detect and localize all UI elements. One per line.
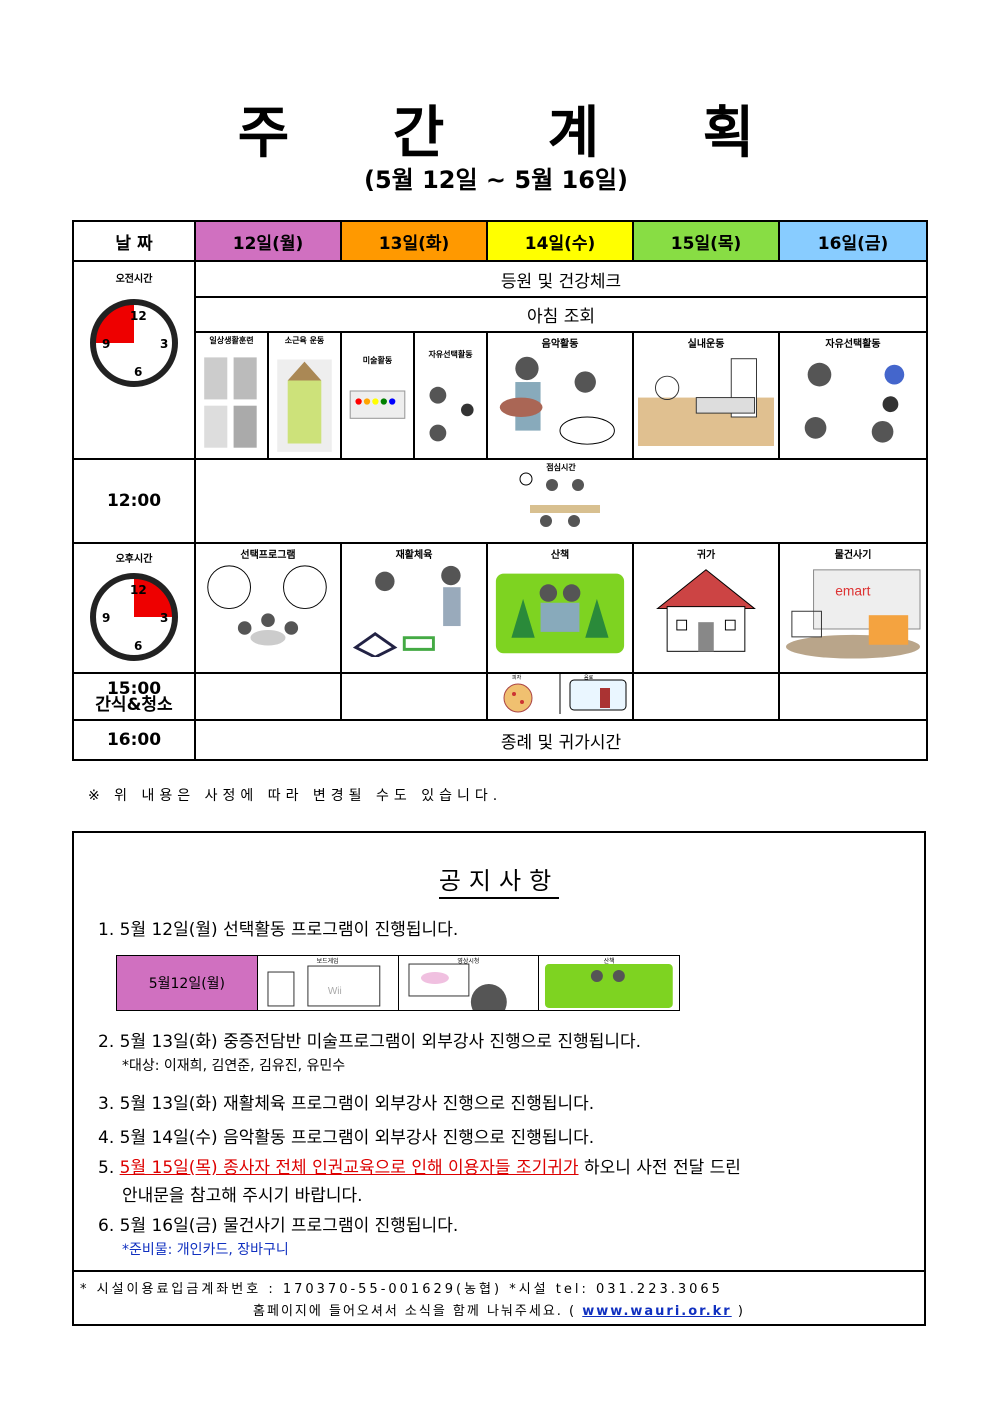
strip-date: 5월12일(월) [117,956,258,1010]
game-icon: Wii [267,965,381,1007]
afternoon-label: 오후시간 [115,554,153,565]
snack-tue [340,672,489,721]
house-icon [656,569,756,652]
activity-art: 미술활동 [340,330,416,461]
snack-item-drink: 음료 [584,675,594,681]
day-thu: 15일(목) [632,220,781,262]
walk-icon [495,573,625,654]
free-choice-icon [429,386,474,442]
closing-activity: 종례 및 귀가시간 [193,719,929,761]
svg-text:emart: emart [835,583,870,598]
day-mon: 12일(월) [193,220,343,262]
pizza-drink-icon [503,674,627,714]
lunch-cell: 점심시간 [193,458,929,544]
video-icon [407,963,507,1020]
clock-3-icon: 12 3 6 9 [90,573,178,661]
gym-icon [638,357,775,446]
notice-item-5-rest: 하오니 사전 전달 드린 [578,1158,741,1178]
strip-walk: 산책 [539,956,679,1010]
page-subtitle: (5월 12일 ~ 5월 16일) [364,166,628,194]
snack-fri [778,672,929,721]
svg-text:Wii: Wii [328,986,342,997]
castle-icon [277,359,332,452]
snack-mon [193,672,343,721]
morning-label: 오전시간 [115,274,153,285]
clock-9-icon: 12 3 6 9 [90,299,178,387]
page-title: 주 간 계 획 [237,101,797,166]
pm-walk: 산책 [486,542,635,674]
daily-life-icon [204,357,257,448]
notice-item-6-sub: *준비물: 개인카드, 장바구니 [122,1242,289,1258]
notice-item-5-line2: 안내문을 참고해 주시기 바랍니다. [122,1186,363,1206]
morning-row1: 등원 및 건강체크 [193,259,929,299]
snack-wed: 피자 음료 [486,672,635,721]
music-icon [499,356,615,445]
activity-free-choice: 자유선택활동 [413,330,489,461]
strip-video: 영상시청 [399,956,540,1020]
activity-free-choice-2: 자유선택활동 [778,330,929,461]
activity-daily-life: 일상생활훈련 [194,330,269,461]
date-header: 날 짜 [72,220,196,262]
weekly-schedule-table: 날 짜 12일(월) 13일(화) 14일(수) 15일(목) 16일(금) 오… [72,220,929,761]
snack-cell: 15:00 간식&청소 [72,672,196,721]
day-fri: 16일(금) [778,220,929,262]
snack-thu [632,672,781,721]
notice-item-4: 4. 5월 14일(수) 음악활동 프로그램이 외부강사 진행으로 진행됩니다. [98,1128,595,1148]
rehab-sports-icon [352,565,461,658]
notice-item-6: 6. 5월 16일(금) 물건사기 프로그램이 진행됩니다. [98,1216,459,1236]
pm-select-program: 선택프로그램 [193,542,343,674]
morning-row2: 아침 조회 [193,296,929,333]
activity-music: 음악활동 [486,330,635,461]
notice-item-3: 3. 5월 13일(화) 재활체육 프로그램이 외부강사 진행으로 진행됩니다. [98,1094,595,1114]
closing-time: 16:00 [72,719,196,761]
pm-go-home: 귀가 [632,542,781,674]
lunch-icon [519,472,601,527]
notice-item-5: 5. 5월 15일(목) 종사자 전체 인권교육으로 인해 이용자들 조기귀가 … [98,1158,741,1178]
noon-time: 12:00 [72,458,196,544]
pm-rehab-sports: 재활체육 [340,542,489,674]
activity-indoor-exercise: 실내운동 [632,330,781,461]
footer-homepage: 홈페이지에 들어오셔서 소식을 함께 나눠주세요. ( www.wauri.or… [253,1304,745,1319]
notice-item-5-highlight: 5월 15일(목) 종사자 전체 인권교육으로 인해 이용자들 조기귀가 [119,1158,579,1178]
afternoon-cell: 오후시간 12 3 6 9 [72,542,196,674]
notice-title: 공지사항 [74,861,924,899]
notice-item-2-sub: *대상: 이재희, 김연준, 김유진, 유민수 [122,1058,346,1074]
shopping-icon: emart [786,569,921,659]
homepage-link[interactable]: www.wauri.or.kr [582,1304,732,1319]
walk-icon-small [545,964,674,1008]
activity-fine-motor: 소근육 운동 [266,330,343,461]
select-program-icon [207,565,327,646]
notice-item-2: 2. 5월 13일(화) 중증전담반 미술프로그램이 외부강사 진행으로 진행됩… [98,1032,642,1052]
day-tue: 13일(화) [340,220,489,262]
snack-label: 간식&청소 [95,694,173,715]
notice-footer: * 시설이용료입금계좌번호 : 170370-55-001629(농협) *시설… [74,1270,924,1324]
paint-icon [349,390,406,419]
morning-cell: 오전시간 12 3 6 9 [72,260,196,460]
day-wed: 14일(수) [486,220,635,262]
snack-item-pizza: 피자 [512,675,522,681]
change-note: ※ 위 내용은 사정에 따라 변경될 수도 있습니다. [88,788,503,804]
notice-box: 공지사항 1. 5월 12일(월) 선택활동 프로그램이 진행됩니다. 5월12… [72,831,926,1326]
footer-account-info: * 시설이용료입금계좌번호 : 170370-55-001629(농협) *시설… [80,1282,723,1297]
pm-shopping: 물건사기 emart [778,542,929,674]
free-choice-icon-2 [804,362,905,443]
notice-item-1: 1. 5월 12일(월) 선택활동 프로그램이 진행됩니다. [98,920,459,940]
snack-time: 15:00 [106,678,162,699]
